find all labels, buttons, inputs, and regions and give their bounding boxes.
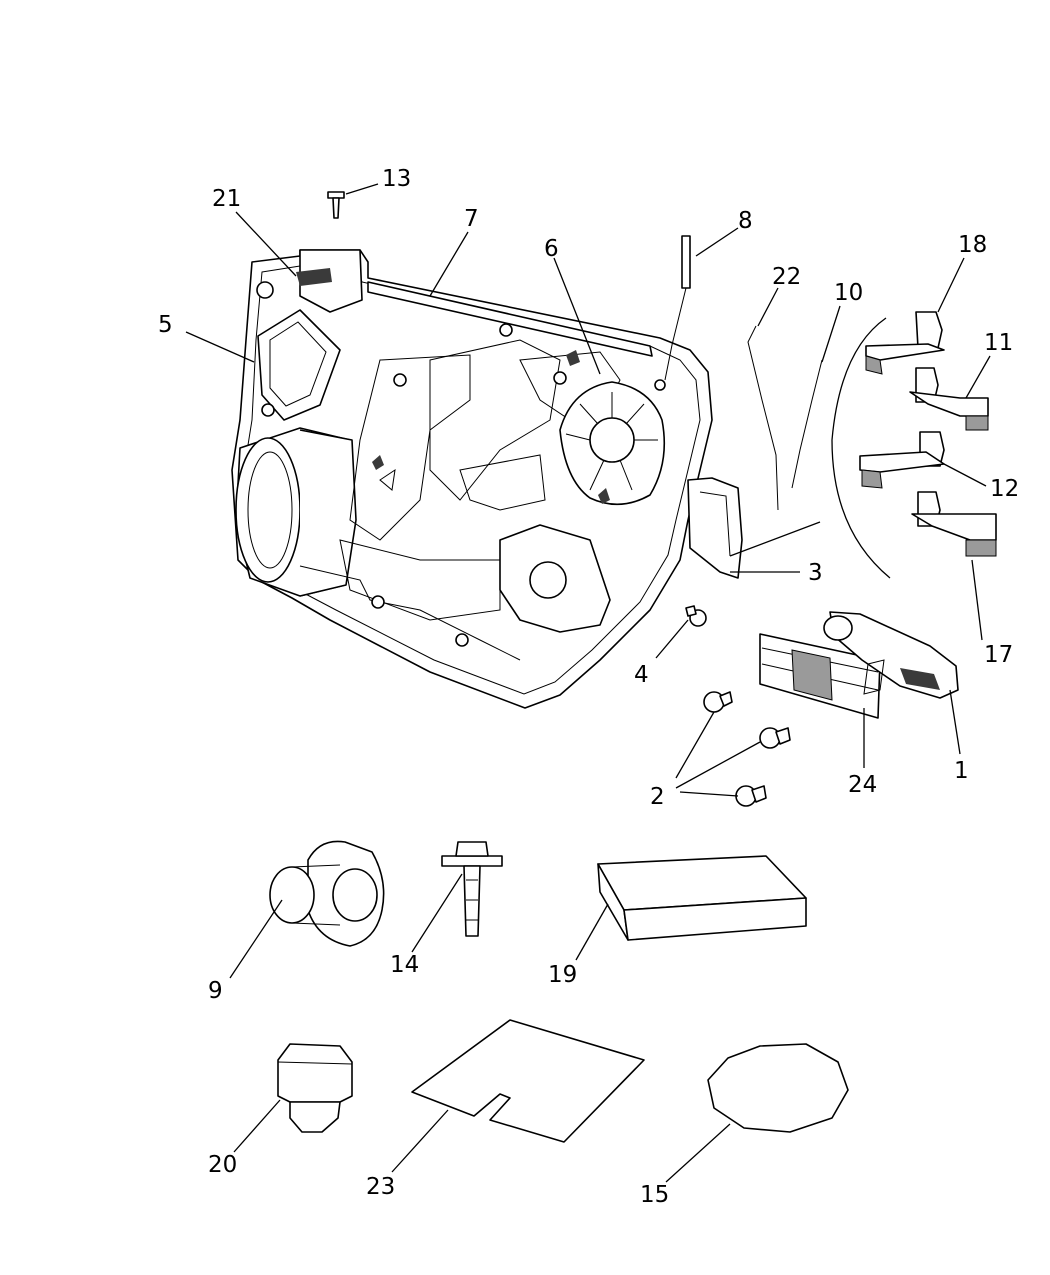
bracket-3 — [687, 477, 743, 579]
door-handle-1 — [823, 611, 959, 699]
rod-22 — [747, 325, 779, 511]
plug-9 — [269, 840, 385, 947]
clip-11 — [909, 367, 989, 431]
door-module-carrier — [231, 249, 713, 709]
push-pin-20 — [277, 1043, 353, 1133]
pad-19 — [597, 855, 807, 941]
clip-18 — [865, 311, 945, 375]
sheet-23 — [411, 1019, 645, 1143]
callout-23: 23 — [366, 1174, 395, 1200]
callout-numbers: 1 2 3 4 5 6 7 8 9 10 11 12 13 14 15 17 1… — [158, 166, 1019, 1208]
rod-10 — [791, 359, 823, 489]
callout-15: 15 — [640, 1182, 669, 1208]
handle-bezel-24 — [759, 633, 881, 719]
callout-13: 13 — [382, 166, 411, 192]
screw-4 — [685, 605, 707, 627]
callout-17: 17 — [984, 642, 1013, 668]
callout-3: 3 — [808, 560, 823, 586]
callout-24: 24 — [848, 772, 877, 798]
callout-21: 21 — [212, 186, 241, 212]
clip-17 — [911, 491, 997, 557]
callout-20: 20 — [208, 1152, 237, 1178]
callout-5: 5 — [158, 312, 173, 338]
disc-15 — [707, 1043, 849, 1133]
callout-7: 7 — [464, 206, 479, 232]
screws-2 — [703, 691, 791, 807]
callout-8: 8 — [738, 208, 753, 234]
callout-12: 12 — [990, 476, 1019, 502]
callout-19: 19 — [548, 962, 577, 988]
callout-11: 11 — [984, 330, 1013, 356]
callout-1: 1 — [954, 758, 969, 784]
callout-18: 18 — [958, 232, 987, 258]
callout-10: 10 — [834, 280, 863, 306]
clip-12 — [859, 431, 945, 489]
detail-arc — [831, 317, 891, 579]
bolt-13 — [327, 191, 345, 219]
bolt-14 — [441, 841, 503, 937]
callout-9: 9 — [208, 978, 223, 1004]
callout-14: 14 — [390, 952, 419, 978]
leader-lines — [185, 183, 991, 1183]
callout-4: 4 — [634, 662, 649, 688]
callout-2: 2 — [650, 784, 665, 810]
rod-8 — [664, 235, 691, 381]
callout-6: 6 — [544, 236, 559, 262]
speaker-grille — [559, 381, 666, 506]
callout-22: 22 — [772, 264, 801, 290]
